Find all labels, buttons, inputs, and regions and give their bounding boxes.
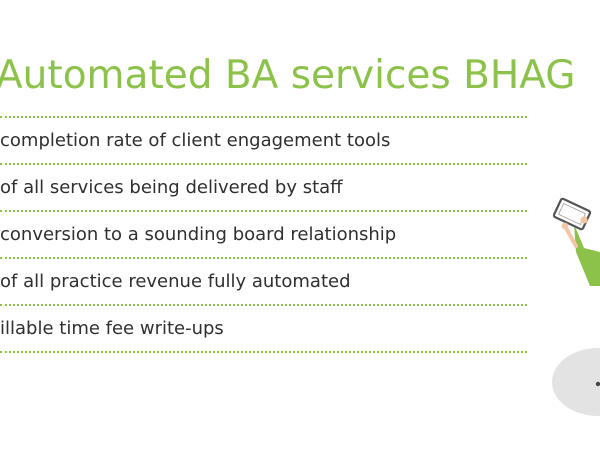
arm-sleeve [574, 224, 600, 286]
list-item-text: completion rate of client engagement too… [0, 130, 391, 151]
list-item-text: conversion to a sounding board relations… [0, 224, 397, 245]
tablet-icon [552, 197, 592, 231]
list-item-text: of all services being delivered by staff [0, 177, 343, 198]
foot [595, 381, 600, 387]
goal-list: completion rate of client engagement too… [0, 116, 527, 353]
hand [580, 216, 588, 224]
list-item-text: illable time fee write-ups [0, 318, 224, 339]
list-item: of all services being delivered by staff [0, 163, 527, 210]
list-item: of all practice revenue fully automated [0, 257, 527, 304]
list-item: illable time fee write-ups [0, 304, 527, 353]
floor-shadow [552, 348, 600, 416]
list-item: completion rate of client engagement too… [0, 116, 527, 163]
page-title: Automated BA services BHAG [0, 53, 576, 98]
forearm [564, 226, 578, 248]
list-item: conversion to a sounding board relations… [0, 210, 527, 257]
person-with-tablet-icon [552, 197, 600, 416]
list-item-text: of all practice revenue fully automated [0, 271, 351, 292]
